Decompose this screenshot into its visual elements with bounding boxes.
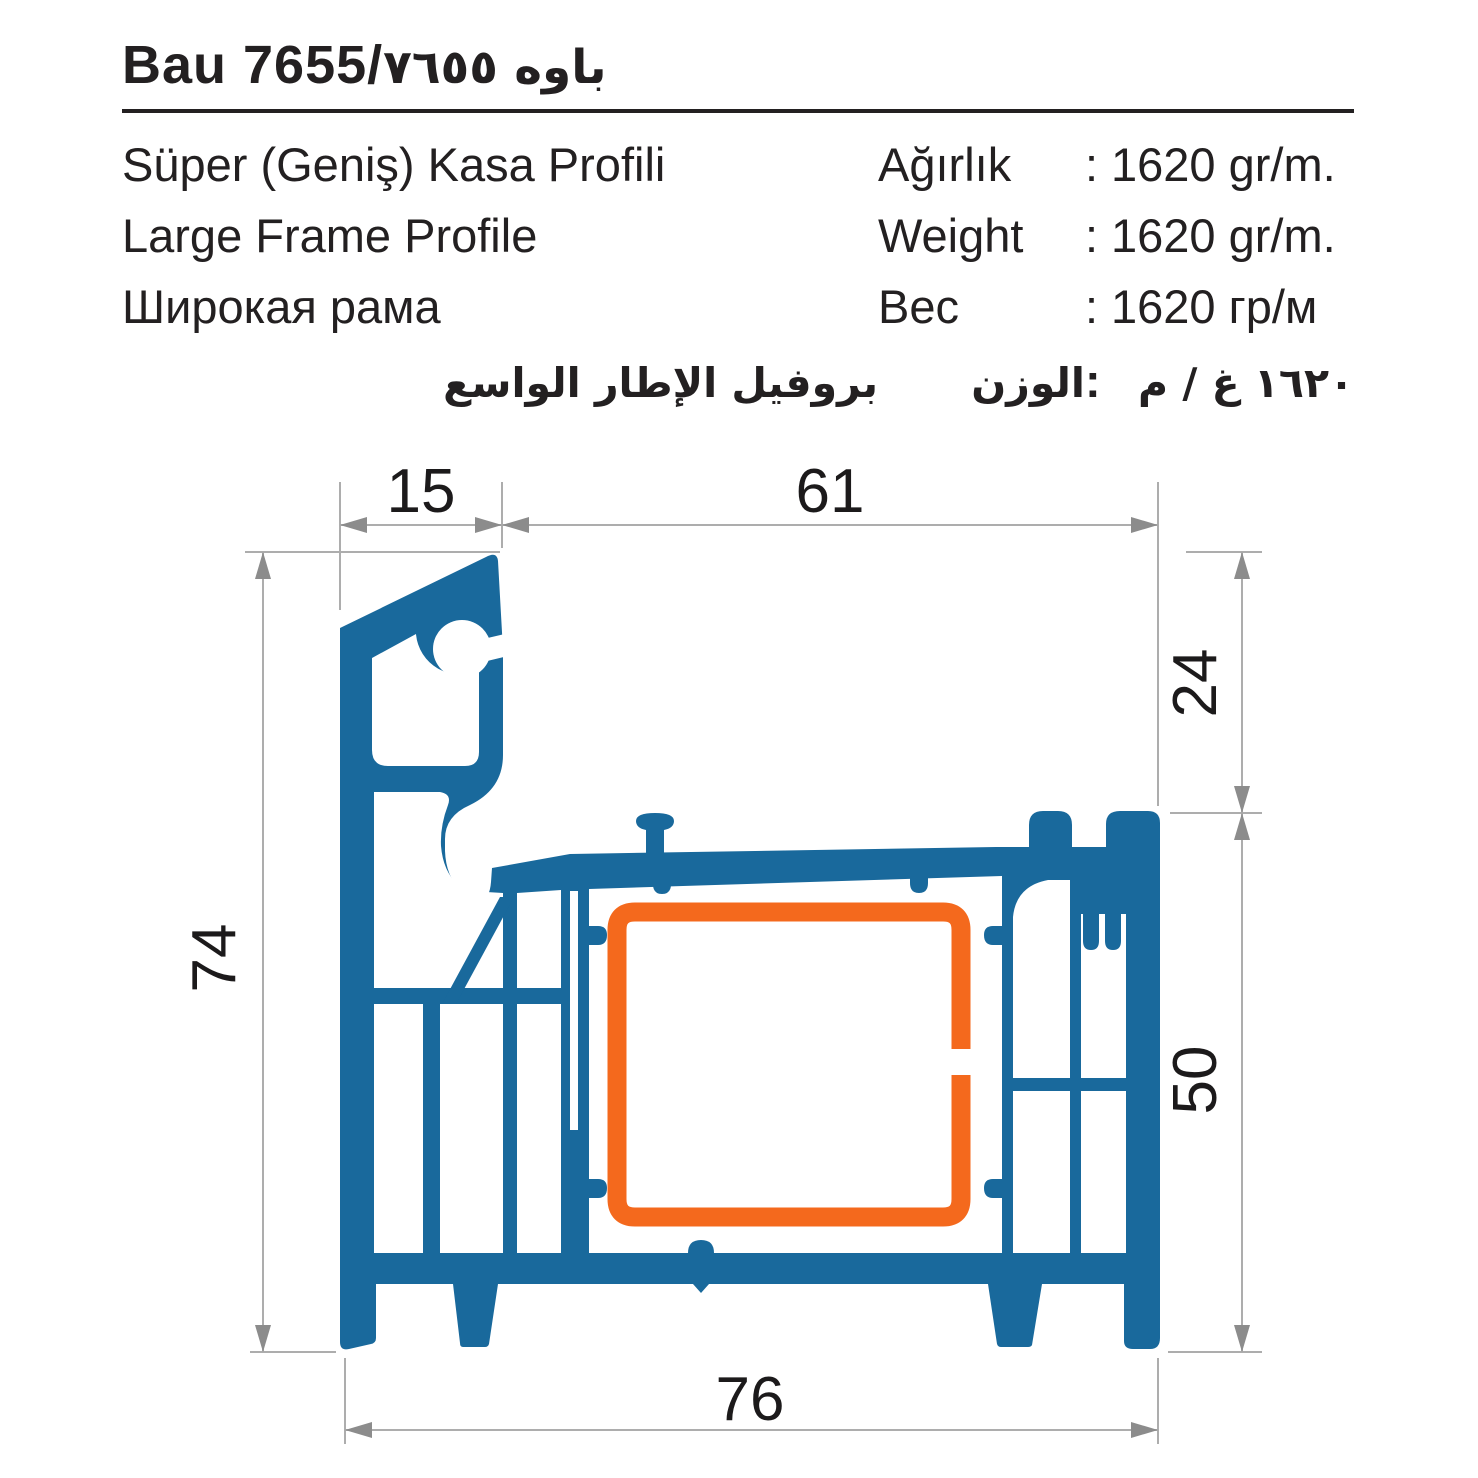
spec-table: Süper (Geniş) Kasa Profili Ağırlık : 162… bbox=[122, 129, 1354, 420]
profile-chambers bbox=[372, 620, 1126, 1253]
dim-label-15: 15 bbox=[387, 457, 456, 526]
profile-name-ru: Широкая рама bbox=[122, 280, 441, 333]
profile-name-tr: Süper (Geniş) Kasa Profili bbox=[122, 138, 666, 191]
profile-name-ar: بروفيل الإطار الواسع bbox=[443, 359, 878, 407]
arrow-24-top bbox=[1234, 552, 1250, 579]
colon: : bbox=[1085, 209, 1099, 262]
title-underline bbox=[122, 109, 1354, 113]
weight-value-ar: ١٦٢٠ غ / م bbox=[1138, 359, 1354, 407]
arrow-50-bottom bbox=[1234, 1325, 1250, 1352]
weight-label-en: Weight bbox=[878, 209, 1024, 262]
title-arabic: باوه ٧٦٥٥ bbox=[383, 40, 607, 95]
arrow-61-left bbox=[502, 517, 529, 533]
arrow-74-bottom bbox=[255, 1325, 271, 1352]
weight-value-ru: 1620 гр/м bbox=[1111, 280, 1318, 333]
page-title: Bau 7655/باوه ٧٦٥٥ bbox=[122, 34, 1354, 99]
arrow-76-right bbox=[1131, 1422, 1158, 1438]
weight-label-ar: الوزن bbox=[971, 359, 1085, 407]
right-upper-chamber-1 bbox=[1013, 880, 1070, 1078]
steel-nub-right-bottom bbox=[984, 1179, 1002, 1198]
steel-nub-right-top bbox=[984, 926, 1002, 945]
glazing-pin bbox=[636, 813, 674, 856]
weight-label-tr: Ağırlık bbox=[878, 138, 1012, 191]
dim-label-61: 61 bbox=[796, 457, 865, 526]
screw-channel-slot bbox=[570, 891, 578, 1130]
steel-reinforcement-outline bbox=[607, 902, 971, 1227]
title-latin: Bau 7655/ bbox=[122, 35, 384, 95]
weight-value-en: 1620 gr/m. bbox=[1111, 209, 1336, 262]
dimension-arrows bbox=[255, 517, 1250, 1438]
dimension-labels: 15 61 24 50 74 76 bbox=[180, 457, 1230, 1434]
dimension-lines bbox=[245, 482, 1262, 1444]
colon: : bbox=[1085, 280, 1099, 333]
flange-lower-chamber bbox=[374, 792, 503, 988]
hook-tooth-2 bbox=[1105, 914, 1121, 950]
left-lower-chamber-1 bbox=[374, 1004, 423, 1253]
right-lower-chamber-2 bbox=[1081, 1091, 1126, 1253]
main-chamber bbox=[589, 876, 1002, 1253]
arrow-15-right bbox=[475, 517, 502, 533]
spec-row-english: Large Frame Profile Weight : 1620 gr/m. bbox=[122, 200, 1354, 271]
dim-label-50: 50 bbox=[1161, 1046, 1230, 1115]
gasket-groove-slit bbox=[479, 633, 512, 662]
weight-label-ru: Вес bbox=[878, 280, 959, 333]
shelf-fillet bbox=[1013, 880, 1048, 917]
spec-row-arabic: بروفيل الإطار الواسع الوزن : ١٦٢٠ غ / م bbox=[122, 342, 1354, 420]
arrow-61-right bbox=[1131, 517, 1158, 533]
arrow-15-left bbox=[340, 517, 367, 533]
colon: : bbox=[1085, 138, 1099, 191]
right-lower-chamber-1 bbox=[1013, 1091, 1070, 1253]
base-dome bbox=[688, 1240, 714, 1253]
arrow-76-left bbox=[345, 1422, 372, 1438]
profile-name-en: Large Frame Profile bbox=[122, 209, 538, 262]
spec-row-turkish: Süper (Geniş) Kasa Profili Ağırlık : 162… bbox=[122, 129, 1354, 200]
gasket-groove-circle bbox=[433, 620, 491, 678]
steel-nub-left-bottom bbox=[589, 1179, 607, 1198]
profile-details bbox=[442, 813, 1121, 1253]
dim-label-24: 24 bbox=[1161, 649, 1230, 718]
dim-label-76: 76 bbox=[716, 1365, 785, 1434]
left-lower-chamber-2 bbox=[440, 1004, 503, 1253]
beam-tab-left bbox=[653, 877, 671, 894]
weight-value-tr: 1620 gr/m. bbox=[1111, 138, 1336, 191]
steel-nub-left-top bbox=[589, 926, 607, 945]
dim-label-74: 74 bbox=[180, 924, 249, 993]
right-upper-chamber-2 bbox=[1081, 914, 1126, 1078]
hook-tooth-1 bbox=[1083, 914, 1099, 950]
header: Bau 7655/باوه ٧٦٥٥ Süper (Geniş) Kasa Pr… bbox=[122, 34, 1354, 420]
left-upper-chamber bbox=[517, 890, 561, 988]
arrow-74-top bbox=[255, 552, 271, 579]
flange-upper-chamber bbox=[372, 634, 479, 766]
left-lower-chamber-3 bbox=[517, 1004, 561, 1253]
diagonal-strut bbox=[442, 897, 514, 1004]
colon: : bbox=[1085, 354, 1101, 407]
arrow-24-bottom bbox=[1234, 786, 1250, 813]
steel-reinforcement bbox=[607, 902, 971, 1227]
spec-row-russian: Широкая рама Вес : 1620 гр/м bbox=[122, 271, 1354, 342]
beam-tab-right bbox=[910, 875, 928, 893]
arrow-50-top bbox=[1234, 813, 1250, 840]
